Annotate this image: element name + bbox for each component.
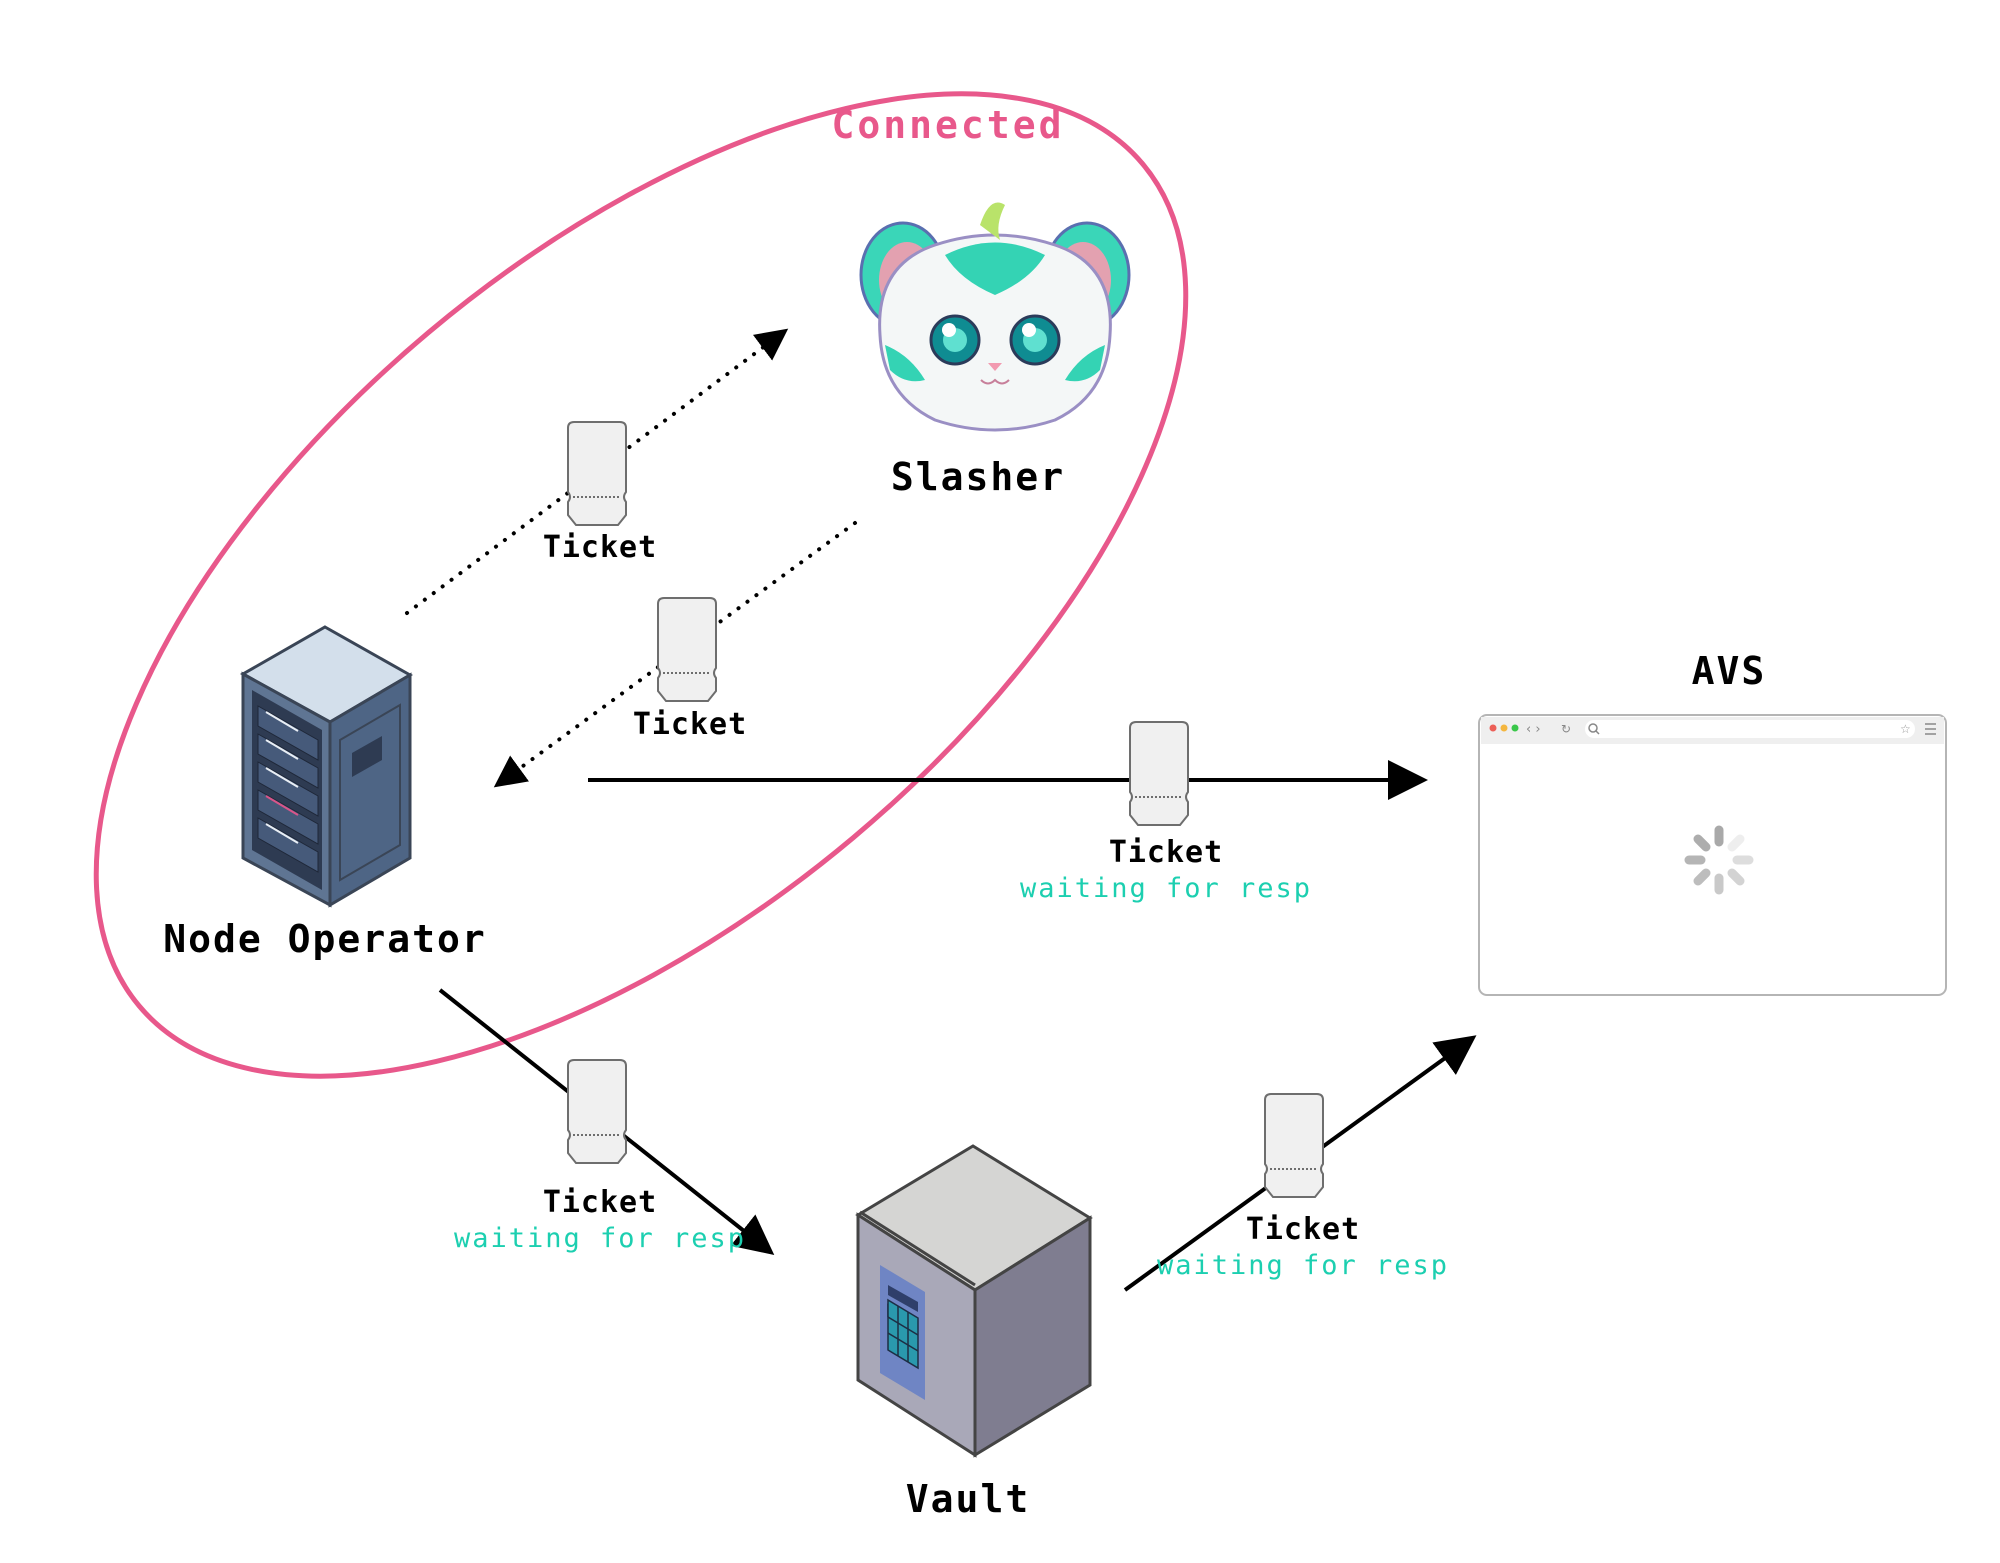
- loading-spinner-icon: [1684, 825, 1754, 895]
- ticket-icon: [657, 597, 717, 702]
- ticket-label: Ticket: [542, 530, 658, 565]
- ticket-icon: [567, 421, 627, 526]
- edge-operator-to-slasher: [405, 328, 789, 615]
- svg-text:↻: ↻: [1561, 722, 1571, 736]
- safe-vault-icon: [855, 1144, 1093, 1458]
- svg-text:☆: ☆: [1900, 722, 1911, 736]
- ticket-icon: [1264, 1093, 1324, 1198]
- ticket-status: waiting for resp: [1156, 1250, 1450, 1281]
- ticket-label: Ticket: [632, 707, 748, 742]
- server-rack-icon: [239, 625, 414, 908]
- group-label-connected: Connected: [831, 103, 1065, 147]
- node-label-slasher: Slasher: [890, 455, 1066, 499]
- ticket-icon: [567, 1059, 627, 1164]
- ticket-status: waiting for resp: [453, 1223, 747, 1254]
- node-label-avs: AVS: [1691, 649, 1767, 693]
- ticket-status: waiting for resp: [1019, 873, 1313, 904]
- connected-group-boundary: [93, 91, 1189, 1079]
- ticket-label: Ticket: [1108, 835, 1224, 870]
- ticket-icon: [1129, 721, 1189, 826]
- ticket-label: Ticket: [542, 1185, 658, 1220]
- ticket-label: Ticket: [1245, 1212, 1361, 1247]
- tiger-mascot-icon: [859, 202, 1131, 432]
- node-label-node-operator: Node Operator: [163, 917, 487, 961]
- node-label-vault: Vault: [905, 1477, 1031, 1521]
- svg-text:‹ ›: ‹ ›: [1526, 722, 1541, 737]
- browser-window-loading-icon: ‹ › ↻ ☆: [1478, 714, 1947, 996]
